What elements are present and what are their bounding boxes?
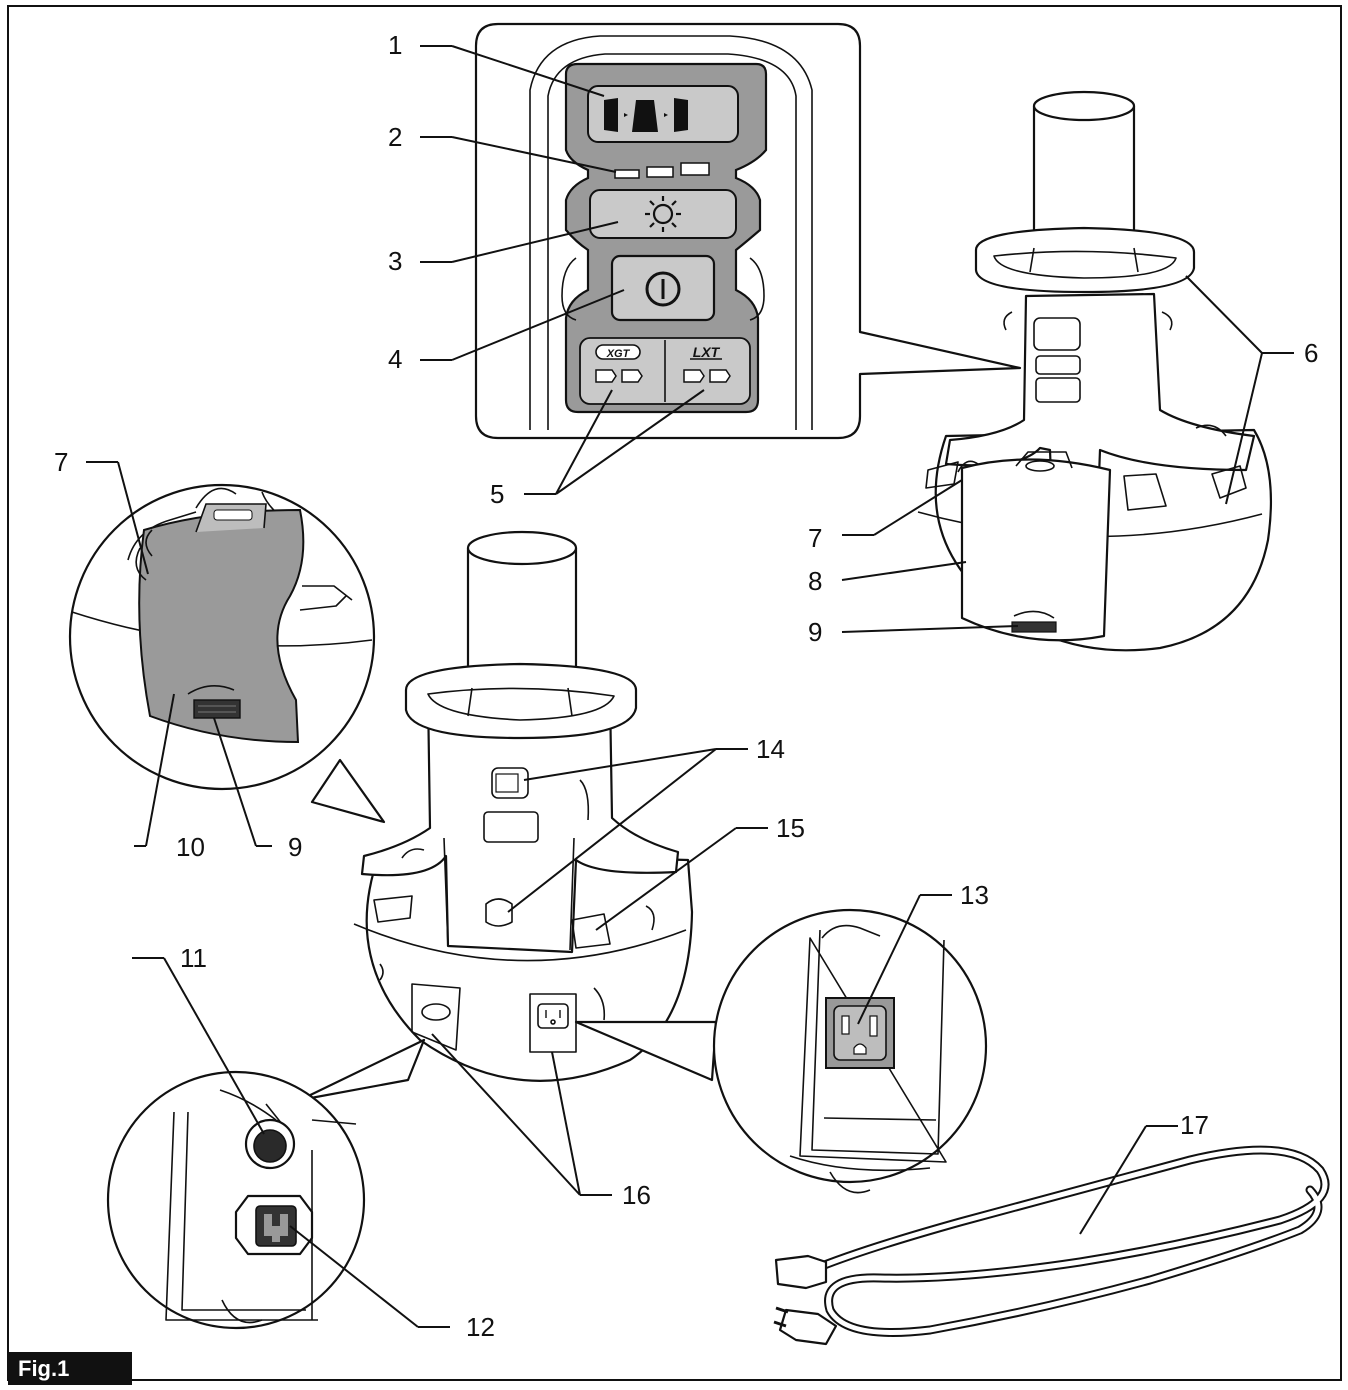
callout-7-inset: 7: [54, 447, 68, 477]
callout-10: 10: [176, 832, 205, 862]
callout-5: 5: [490, 479, 504, 509]
xgt-badge-label: XGT: [606, 348, 631, 360]
light-distribution-icon: [604, 98, 688, 132]
figure-tag: Fig.1: [8, 1352, 132, 1385]
callout-17: 17: [1180, 1110, 1209, 1140]
xgt-battery-indicator: [595, 369, 643, 383]
callout-9: 9: [808, 617, 822, 647]
callout-8: 8: [808, 566, 822, 596]
callout-1: 1: [388, 30, 402, 60]
sun-icon: [645, 196, 681, 232]
leader-lines: [86, 45, 1294, 1328]
callout-11: 11: [180, 943, 207, 973]
power-cord: [773, 1145, 1330, 1346]
callout-4: 4: [388, 344, 402, 374]
battery-cover-detail-inset: [68, 483, 386, 824]
callout-15: 15: [776, 813, 805, 843]
figure-tag-label: Fig.1: [18, 1356, 70, 1381]
light-distribution-button[interactable]: [587, 85, 739, 143]
callout-7: 7: [808, 523, 822, 553]
illuminance-indicator: [614, 162, 710, 179]
callout-6: 6: [1304, 338, 1318, 368]
callout-2: 2: [388, 122, 402, 152]
callout-12: 12: [466, 1312, 495, 1342]
callout-labels: 1 2 3 4 5 6 7 7 8 9 9 10 11 12 13 14 15 …: [54, 30, 1318, 1342]
figure-frame: [7, 5, 1342, 1381]
callout-14: 14: [756, 734, 785, 764]
callout-3: 3: [388, 246, 402, 276]
brightness-button[interactable]: [589, 189, 737, 239]
lxt-badge-label: LXT: [693, 344, 721, 360]
control-panel-inset: XGT LXT: [474, 22, 1022, 440]
lxt-battery-indicator: [683, 369, 731, 383]
xgt-badge: [595, 344, 641, 360]
callout-9-inset: 9: [288, 832, 302, 862]
outlet-detail-inset: [574, 908, 988, 1194]
callout-16: 16: [622, 1180, 651, 1210]
callout-13: 13: [960, 880, 989, 910]
power-inlet-detail-inset: [106, 1038, 426, 1330]
work-light-rear-view: [917, 90, 1273, 652]
power-icon: [645, 271, 681, 307]
